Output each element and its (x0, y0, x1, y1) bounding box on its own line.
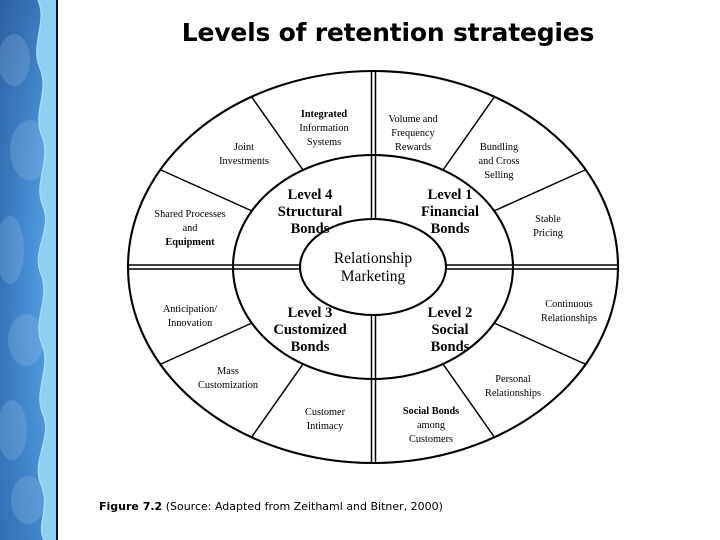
strategy-joint-investments: Joint Investments (219, 142, 269, 167)
strategy-social-bonds-among-customers: Social Bonds among Customers (403, 406, 459, 445)
strategy-5-line-2: among (417, 420, 445, 431)
level-3-number: Level 3 (288, 305, 333, 321)
level-1-name-line2: Bonds (431, 221, 470, 237)
strategy-continuous-relationships: Continuous Relationships (541, 299, 597, 324)
strategy-7-line-1: Mass (217, 366, 239, 377)
strategy-6-line-2: Intimacy (307, 421, 344, 432)
level-2-number: Level 2 (428, 305, 473, 321)
level-label-level-4: Level 4 Structural Bonds (278, 187, 342, 237)
level-label-level-2: Level 2 Social Bonds (428, 305, 473, 355)
quadrant-axes (128, 71, 618, 463)
strategy-2-line-2: Pricing (533, 228, 563, 239)
strategy-4-line-1: Personal (495, 374, 531, 385)
strategy-integrated-information-systems: Integrated Information Systems (299, 109, 348, 148)
level-2-name-line1: Social (431, 322, 468, 338)
level-label-level-3: Level 3 Customized Bonds (273, 305, 346, 355)
strategy-3-line-1: Continuous (545, 299, 593, 310)
strategy-6-line-1: Customer (305, 407, 346, 418)
sidebar-decoration (0, 0, 56, 540)
strategy-3-line-2: Relationships (541, 313, 597, 324)
strategy-stable-pricing: Stable Pricing (533, 214, 563, 239)
strategy-9-line-2: and (183, 223, 199, 234)
strategy-11-line-3: Systems (307, 137, 341, 148)
level-1-number: Level 1 (428, 187, 473, 203)
sidebar-gradient-graphic (0, 0, 56, 540)
level-4-name-line1: Structural (278, 204, 342, 220)
outer-ring-spokes (160, 95, 586, 439)
strategy-11-line-1: Integrated (301, 109, 348, 120)
strategy-mass-customization: Mass Customization (198, 366, 258, 391)
strategy-1-line-2: and Cross (479, 156, 520, 167)
strategy-bundling-and-cross-selling: Bundling and Cross Selling (479, 142, 520, 181)
strategy-anticipation-innovation: Anticipation/ Innovation (163, 304, 217, 329)
strategy-personal-relationships: Personal Relationships (485, 374, 541, 399)
strategy-1-line-1: Bundling (480, 142, 518, 153)
strategy-1-line-3: Selling (484, 170, 513, 181)
strategy-5-line-1: Social Bonds (403, 406, 459, 417)
figure-source: (Source: Adapted from Zeithaml and Bitne… (162, 500, 443, 513)
strategy-shared-processes-and-equipment: Shared Processes and Equipment (154, 209, 225, 248)
core-label-line1: Relationship (334, 250, 413, 267)
level-4-number: Level 4 (288, 187, 333, 203)
strategy-0-line-2: Frequency (391, 128, 435, 139)
level-label-level-1: Level 1 Financial Bonds (421, 187, 479, 237)
strategy-0-line-1: Volume and (388, 114, 438, 125)
slide-edge-rule (56, 0, 58, 540)
figure-caption: Figure 7.2 (Source: Adapted from Zeitham… (99, 500, 443, 513)
strategy-10-line-2: Investments (219, 156, 269, 167)
strategy-8-line-1: Anticipation/ (163, 304, 217, 315)
figure-number: Figure 7.2 (99, 500, 163, 513)
strategy-8-line-2: Innovation (168, 318, 213, 329)
strategy-4-line-2: Relationships (485, 388, 541, 399)
core-label-line2: Marketing (341, 268, 406, 285)
strategy-5-line-3: Customers (409, 434, 453, 445)
strategy-11-line-2: Information (299, 123, 348, 134)
middle-ring-boundary (231, 153, 515, 381)
strategy-2-line-1: Stable (535, 214, 561, 225)
level-1-name-line1: Financial (421, 204, 479, 220)
core-ellipse (298, 217, 448, 317)
core-label: Relationship Marketing (334, 250, 413, 285)
strategy-volume-frequency-rewards: Volume and Frequency Rewards (388, 114, 438, 153)
level-3-name-line2: Bonds (291, 339, 330, 355)
level-3-name-line1: Customized (273, 322, 346, 338)
page-title: Levels of retention strategies (181, 18, 595, 47)
level-2-name-line2: Bonds (431, 339, 470, 355)
level-4-name-line2: Bonds (291, 221, 330, 237)
strategy-0-line-3: Rewards (395, 142, 431, 153)
strategy-9-line-3: Equipment (165, 237, 215, 248)
strategy-7-line-2: Customization (198, 380, 258, 391)
strategy-customer-intimacy: Customer Intimacy (305, 407, 346, 432)
strategy-9-line-1: Shared Processes (154, 209, 225, 220)
strategy-10-line-1: Joint (234, 142, 254, 153)
outer-ring-boundary (126, 69, 620, 465)
